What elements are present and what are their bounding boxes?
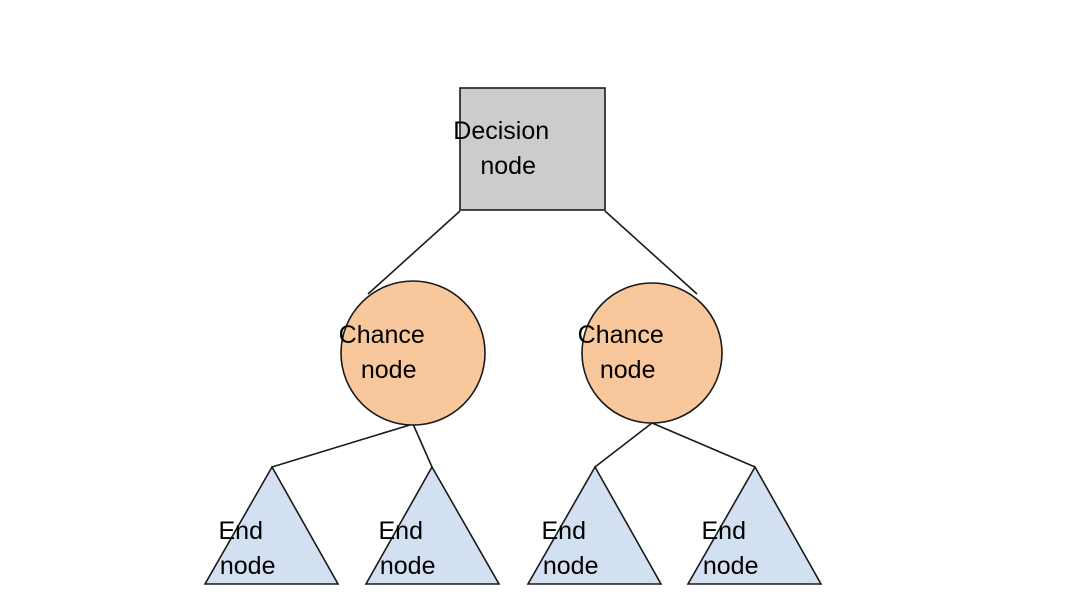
end-node-1-label-line1: End: [219, 517, 263, 545]
end-node-3-label: End node: [542, 517, 599, 580]
end-node-2-label: End node: [0, 0, 486, 580]
edge-chance-left-to-end-node-1: [271, 423, 414, 468]
end-node-4-label-line1: End: [702, 517, 746, 545]
edge-chance-right-to-end-node-4: [651, 422, 756, 468]
chance-node-right[interactable]: Chance node: [0, 0, 726, 424]
end-node-2[interactable]: End node: [0, 0, 501, 585]
chance-node-right-shape[interactable]: [581, 282, 723, 424]
edge-chance-right-to-end-node-3: [594, 422, 653, 468]
chance-node-right-label: Chance node: [0, 0, 726, 384]
end-node-2-label-line1: End: [379, 517, 423, 545]
end-node-3[interactable]: End node: [0, 0, 663, 585]
decision-node[interactable]: Decision node: [0, 0, 612, 211]
chance-node-left-label-line1: Chance: [339, 321, 425, 349]
end-node-1[interactable]: End node: [0, 0, 340, 585]
edge-decision-to-chance-left: [367, 210, 461, 295]
end-node-4-label: End node: [702, 517, 759, 580]
end-node-2-shape[interactable]: [364, 465, 501, 585]
chance-node-right-label-line1: Chance: [578, 321, 664, 349]
decision-node-shape[interactable]: [459, 87, 606, 211]
edge-decision-to-chance-right: [604, 210, 698, 295]
chance-node-left-label-line2: node: [361, 356, 417, 384]
end-node-3-label-line1: End: [542, 517, 586, 545]
end-node-3-shape[interactable]: [526, 465, 663, 585]
end-node-1-label: End node: [0, 0, 326, 580]
end-node-3-label-line2: node: [543, 552, 599, 580]
end-node-1-label-line2: node: [220, 552, 276, 580]
end-node-4-shape[interactable]: [686, 465, 823, 585]
decision-node-label: Decision node: [0, 0, 612, 180]
end-node-4-label-line2: node: [703, 552, 759, 580]
edge-chance-left-to-end-node-2: [412, 423, 433, 468]
chance-node-left[interactable]: Chance node: [0, 0, 487, 426]
chance-node-left-label: Chance node: [0, 0, 487, 384]
decision-node-label-line1: Decision: [453, 117, 549, 145]
chance-node-right-label-line2: node: [600, 356, 656, 384]
chance-node-left-shape[interactable]: [340, 280, 486, 426]
edge-group: [271, 210, 756, 468]
end-node-2-label-line2: node: [380, 552, 436, 580]
decision-node-label-line2: node: [480, 152, 536, 180]
end-node-1-shape[interactable]: [203, 465, 340, 585]
end-node-4[interactable]: End node: [0, 0, 823, 585]
